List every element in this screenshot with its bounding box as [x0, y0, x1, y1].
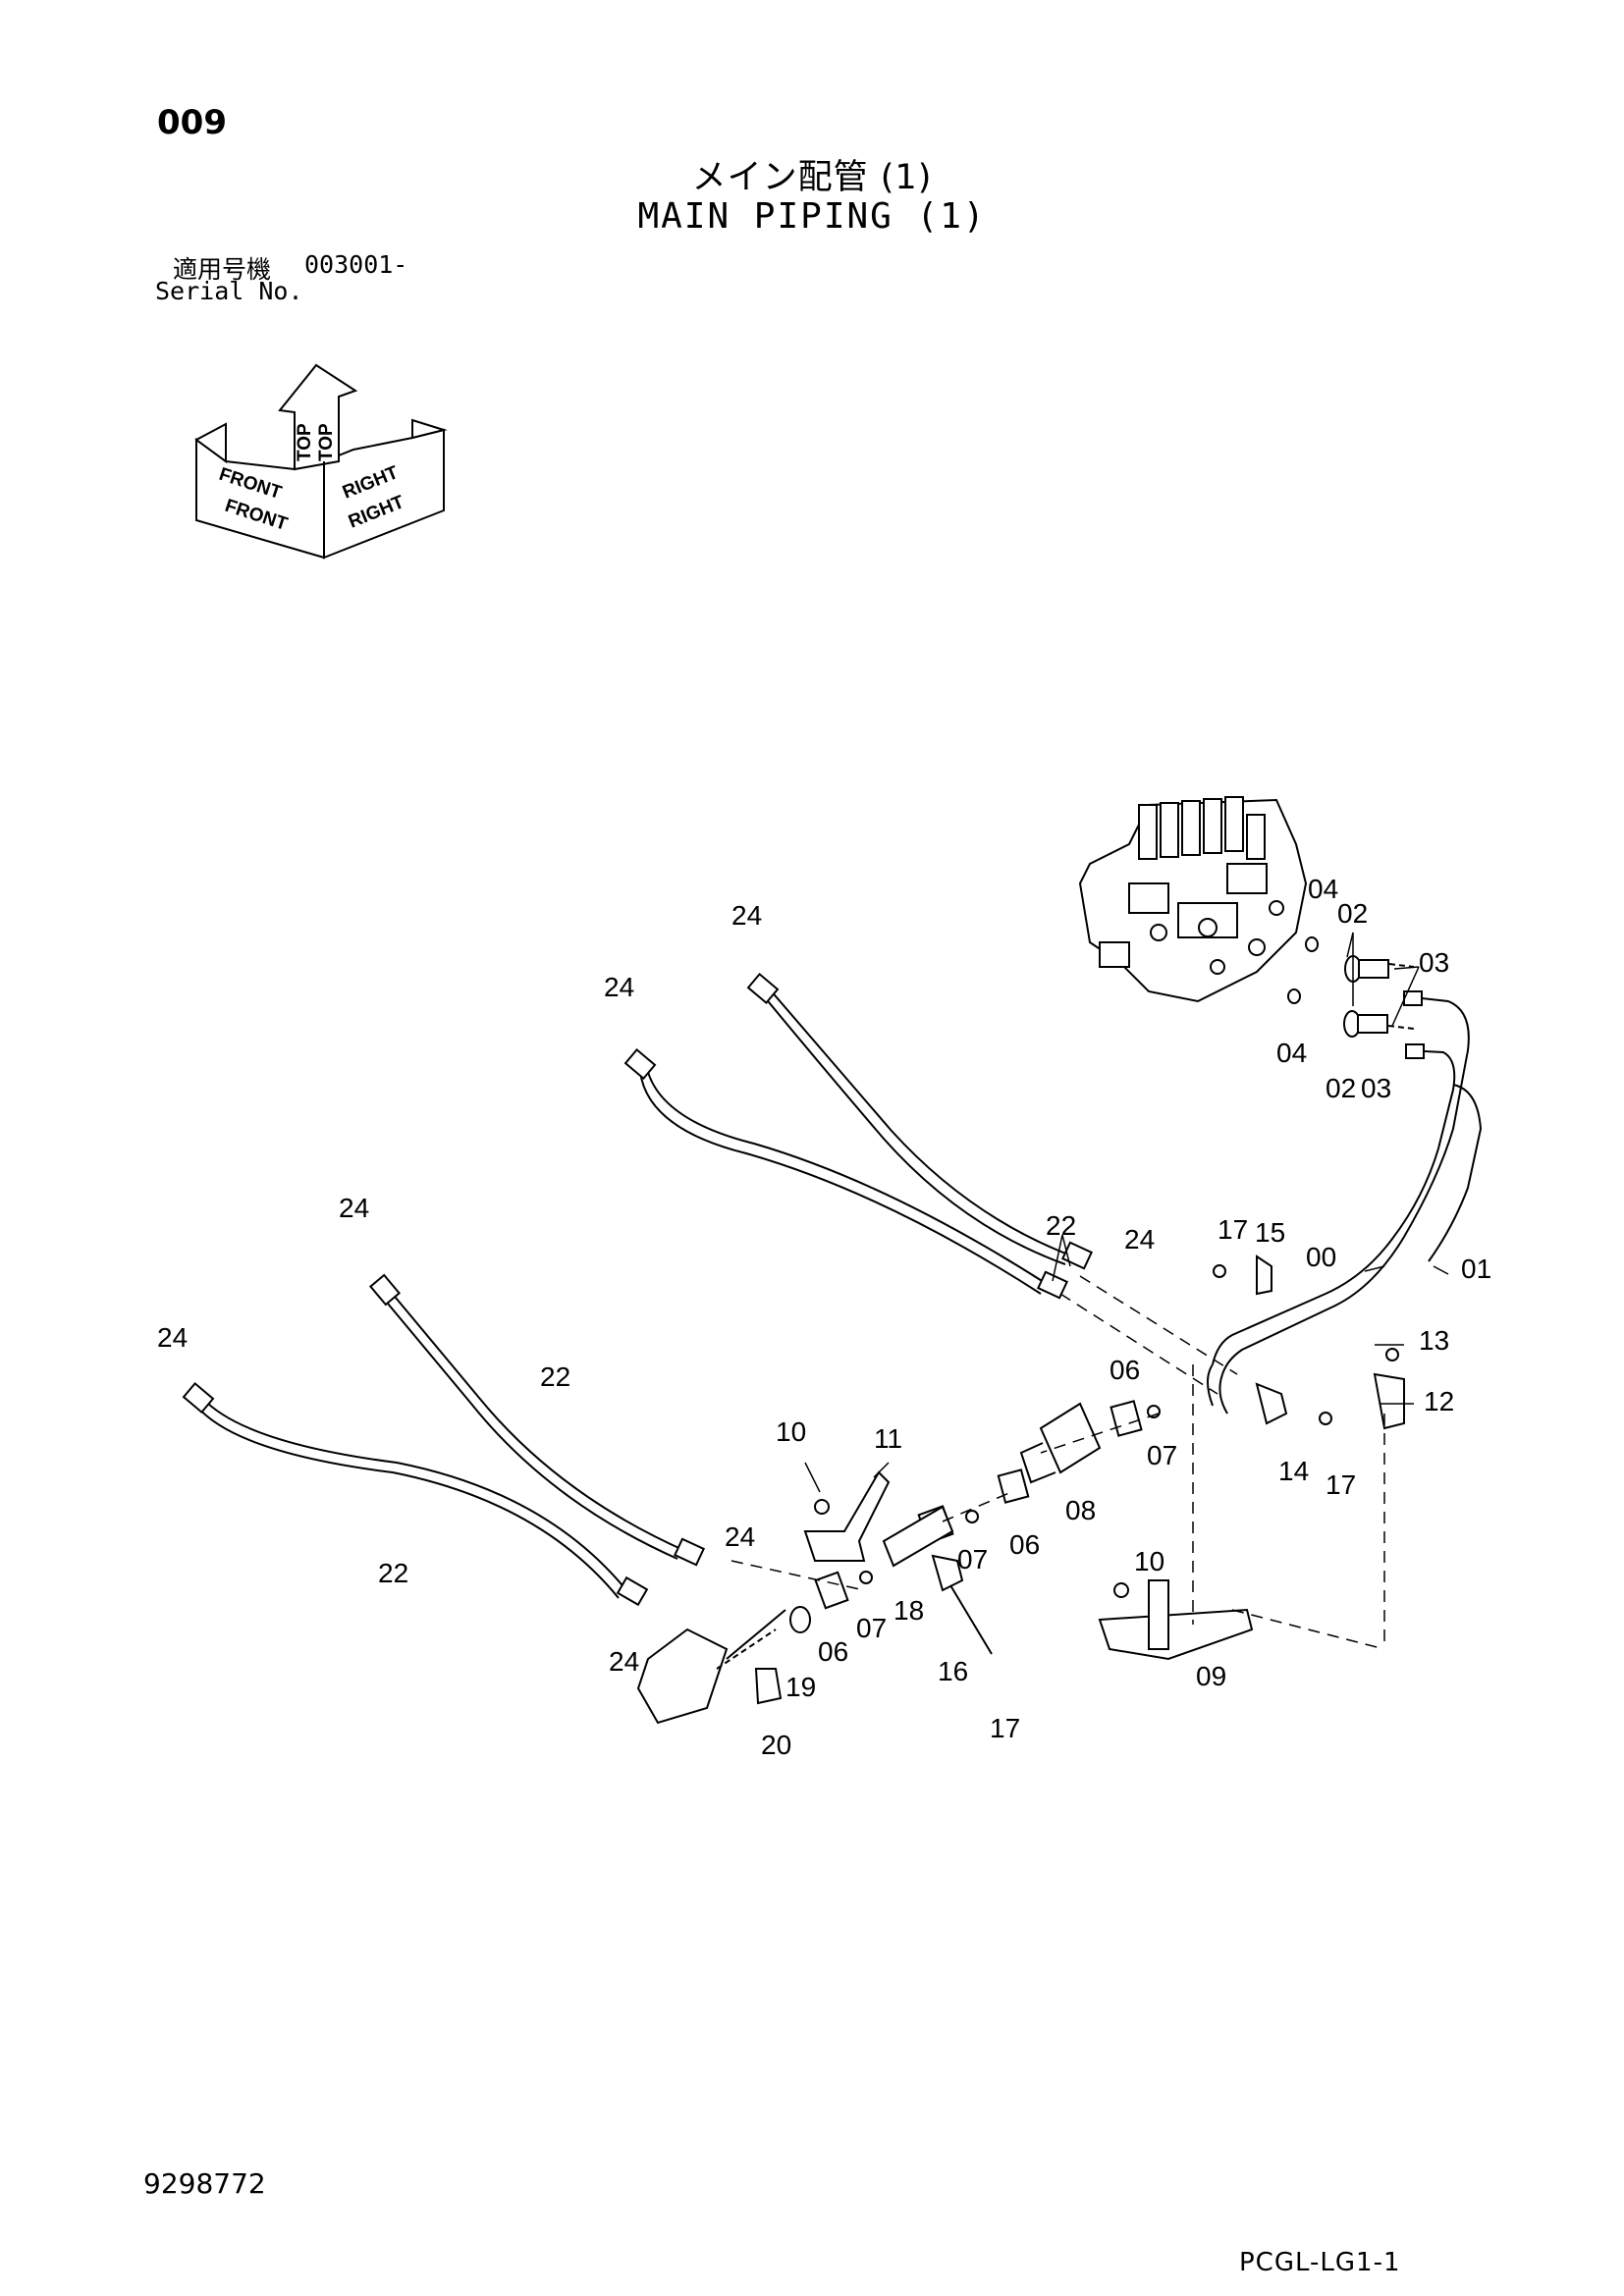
- callout-17: 17: [990, 1713, 1020, 1743]
- callout-07: 07: [957, 1544, 988, 1575]
- alignment-lines: [731, 1275, 1385, 1650]
- callout-00: 00: [1306, 1242, 1336, 1272]
- callout-08: 08: [1065, 1495, 1096, 1525]
- orientation-top-label-2: TOP: [316, 423, 337, 461]
- top-arrow: [278, 363, 358, 471]
- callout-14: 14: [1278, 1456, 1309, 1486]
- callout-13: 13: [1419, 1325, 1449, 1356]
- callout-06: 06: [1110, 1355, 1140, 1385]
- orientation-top-label: TOP: [295, 423, 315, 461]
- callout-22: 22: [1046, 1210, 1076, 1241]
- callout-07: 07: [856, 1613, 887, 1643]
- page-number: 009: [157, 103, 227, 142]
- callout-03: 03: [1419, 947, 1449, 978]
- right-arrowhead: [411, 418, 448, 440]
- callout-07: 07: [1147, 1440, 1177, 1470]
- callout-10: 10: [1134, 1546, 1164, 1576]
- serial-label-english: Serial No.: [155, 277, 303, 305]
- callout-06: 06: [1009, 1529, 1040, 1560]
- callout-17: 17: [1218, 1214, 1248, 1245]
- callout-01: 01: [1461, 1254, 1491, 1284]
- front-arrowhead: [194, 422, 227, 463]
- callout-04: 04: [1308, 874, 1338, 904]
- callout-02: 02: [1326, 1073, 1356, 1103]
- hoses: [182, 972, 1094, 1607]
- callout-24: 24: [1124, 1224, 1155, 1255]
- callout-17: 17: [1326, 1469, 1356, 1500]
- serial-range: 003001-: [304, 250, 408, 279]
- callout-20: 20: [761, 1730, 791, 1760]
- brackets: [803, 1255, 1405, 1661]
- title-english: MAIN PIPING (1): [637, 196, 987, 237]
- orientation-indicator: TOP TOP FRONT FRONT RIGHT RIGHT: [194, 363, 448, 560]
- callout-09: 09: [1196, 1661, 1226, 1691]
- callout-16: 16: [938, 1656, 968, 1686]
- drawing-code: PCGL-LG1-1: [1239, 2248, 1401, 2277]
- callout-24: 24: [731, 900, 762, 931]
- callout-19: 19: [785, 1672, 816, 1702]
- main-pipe: [1207, 995, 1483, 1415]
- callout-03: 03: [1361, 1073, 1391, 1103]
- callout-24: 24: [725, 1522, 755, 1552]
- callout-10: 10: [776, 1416, 806, 1447]
- callout-24: 24: [604, 972, 634, 1002]
- callout-24: 24: [609, 1646, 639, 1677]
- callout-15: 15: [1255, 1217, 1285, 1248]
- callout-12: 12: [1424, 1386, 1454, 1416]
- title-japanese: メイン配管 (1): [691, 158, 933, 197]
- callout-22: 22: [540, 1362, 570, 1392]
- callout-11: 11: [874, 1423, 902, 1454]
- callout-06: 06: [818, 1636, 848, 1667]
- callout-22: 22: [378, 1558, 408, 1588]
- callout-02: 02: [1337, 898, 1368, 929]
- control-valve: [1078, 796, 1308, 1003]
- right-face: [323, 428, 445, 560]
- callout-18: 18: [893, 1595, 924, 1626]
- callouts: 04 02 03 04 02 03 24 24 24 24 24 24 24 2…: [157, 874, 1491, 1760]
- serial-label-japanese: 適用号機: [173, 255, 272, 284]
- leader-lines: [804, 932, 1449, 1493]
- callout-24: 24: [339, 1193, 369, 1223]
- callout-24: 24: [157, 1322, 188, 1353]
- flanges: [1287, 936, 1425, 1059]
- document-number: 9298772: [143, 2167, 266, 2200]
- callout-04: 04: [1276, 1038, 1307, 1068]
